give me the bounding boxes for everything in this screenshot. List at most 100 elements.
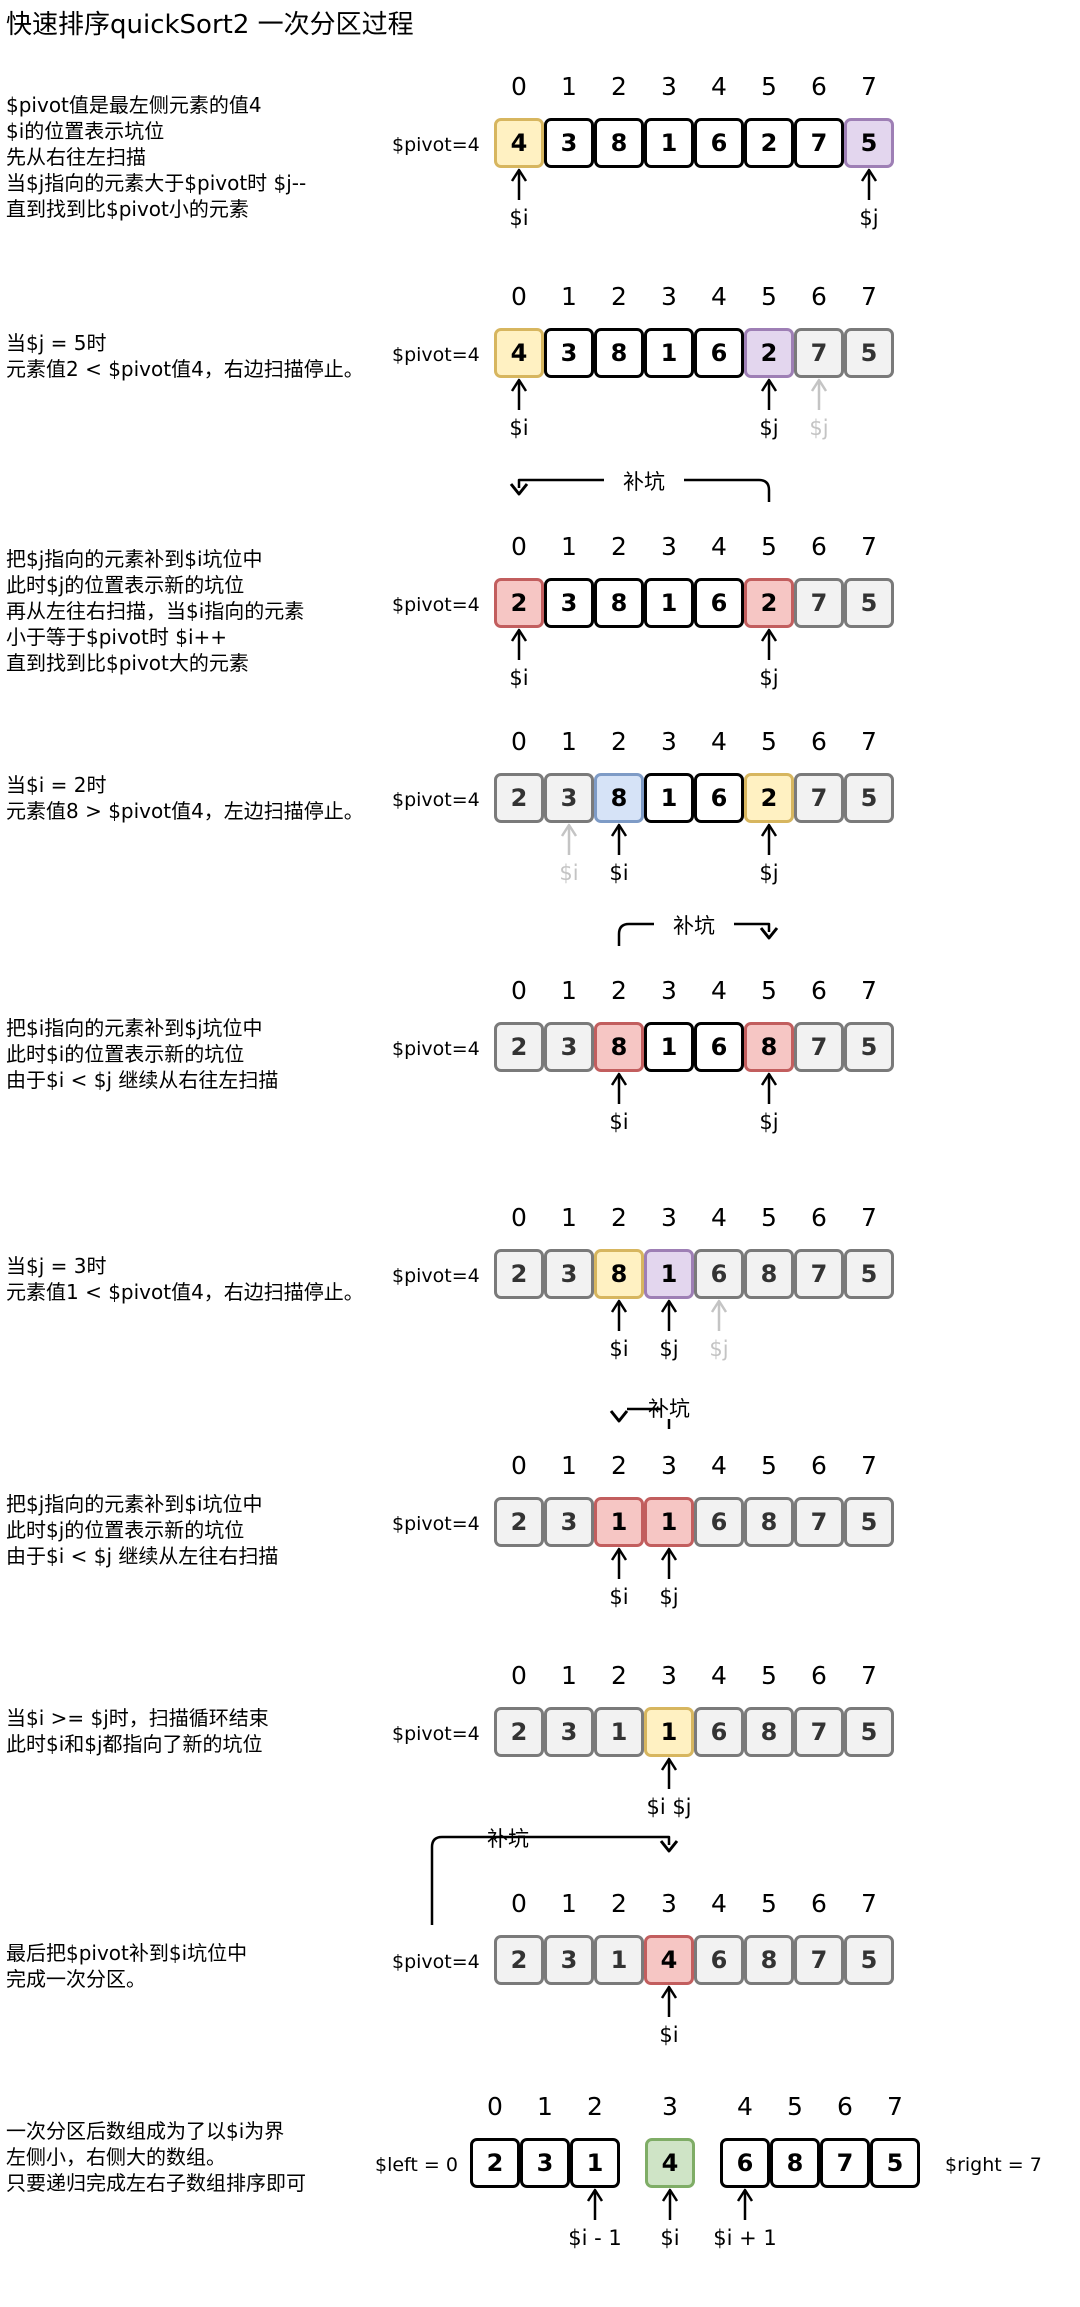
- index-label: 5: [761, 727, 777, 756]
- fill-hole-bracket: [430, 1835, 671, 1925]
- index-label: 2: [611, 976, 627, 1005]
- pointer-label: $j: [759, 1110, 779, 1134]
- array-cell: 8: [594, 1022, 644, 1072]
- fill-hole-arrowhead: [659, 1840, 679, 1853]
- fill-hole-arrowhead: [759, 927, 779, 940]
- index-label: 5: [761, 1661, 777, 1690]
- index-label: 1: [561, 1451, 577, 1480]
- ghost-pointer-label: $j: [809, 416, 829, 440]
- pointer-label: $i: [609, 861, 629, 885]
- index-label: 6: [811, 282, 827, 311]
- array-cell: 1: [644, 773, 694, 823]
- array-cell: 4: [494, 328, 544, 378]
- array-cell: 3: [544, 1249, 594, 1299]
- final-array-cell: 2: [470, 2138, 520, 2188]
- ghost-pointer-arrow-head: [710, 1299, 728, 1313]
- array-cell: 7: [794, 578, 844, 628]
- array-cell: 8: [594, 773, 644, 823]
- array-cell: 3: [544, 118, 594, 168]
- index-label: 0: [511, 532, 527, 561]
- pointer-arrow-head: [660, 1757, 678, 1771]
- array-cell: 6: [694, 118, 744, 168]
- right-label: $right = 7: [945, 2154, 1042, 2176]
- array-cell: 6: [694, 1249, 744, 1299]
- array-cell: 8: [744, 1022, 794, 1072]
- fill-hole-arrowhead: [609, 1410, 629, 1423]
- array-cell: 8: [744, 1707, 794, 1757]
- final-description: 一次分区后数组成为了以$i为界 左侧小，右侧大的数组。 只要递归完成左右子数组排…: [6, 2119, 306, 2195]
- index-label: 7: [861, 1661, 877, 1690]
- array-cell: 3: [544, 1707, 594, 1757]
- array-cell: 7: [794, 773, 844, 823]
- array-cell: 5: [844, 1249, 894, 1299]
- index-label: 1: [561, 727, 577, 756]
- index-label: 2: [611, 1661, 627, 1690]
- pointer-label: $j: [759, 416, 779, 440]
- array-cell: 8: [594, 1249, 644, 1299]
- index-label: 7: [861, 976, 877, 1005]
- left-label: $left = 0: [375, 2154, 458, 2176]
- array-cell: 2: [494, 1707, 544, 1757]
- array-cell: 5: [844, 118, 894, 168]
- final-pointer-arrow-head: [661, 2188, 679, 2202]
- index-label: 6: [811, 727, 827, 756]
- index-label: 3: [661, 727, 677, 756]
- diagram-title: 快速排序quickSort2 一次分区过程: [6, 10, 414, 40]
- array-cell: 1: [644, 1497, 694, 1547]
- pointer-label: $i: [509, 666, 529, 690]
- array-cell: 1: [644, 118, 694, 168]
- pointer-label: $j: [759, 861, 779, 885]
- array-cell: 1: [644, 1022, 694, 1072]
- pointer-arrow-head: [610, 1072, 628, 1086]
- final-index-label: 0: [487, 2092, 503, 2121]
- array-cell: 6: [694, 328, 744, 378]
- array-cell: 3: [544, 328, 594, 378]
- index-label: 3: [661, 1203, 677, 1232]
- index-label: 2: [611, 1451, 627, 1480]
- array-cell: 1: [644, 1249, 694, 1299]
- index-label: 2: [611, 532, 627, 561]
- pointer-label: $i: [609, 1585, 629, 1609]
- array-cell: 2: [494, 1249, 544, 1299]
- array-cell: 7: [794, 118, 844, 168]
- array-cell: 3: [544, 1022, 594, 1072]
- index-label: 6: [811, 1451, 827, 1480]
- final-pointer-label: $i - 1: [568, 2226, 622, 2250]
- array-cell: 1: [594, 1707, 644, 1757]
- index-label: 4: [711, 727, 727, 756]
- array-cell: 5: [844, 1707, 894, 1757]
- index-label: 0: [511, 72, 527, 101]
- final-index-label: 1: [537, 2092, 553, 2121]
- array-cell: 3: [544, 1497, 594, 1547]
- index-label: 5: [761, 1889, 777, 1918]
- pivot-label: $pivot=4: [392, 1038, 480, 1060]
- index-label: 0: [511, 727, 527, 756]
- index-label: 0: [511, 1451, 527, 1480]
- array-cell: 2: [494, 1935, 544, 1985]
- final-array-cell: 1: [570, 2138, 620, 2188]
- array-cell: 8: [594, 328, 644, 378]
- array-cell: 7: [794, 1935, 844, 1985]
- array-cell: 8: [594, 578, 644, 628]
- array-cell: 3: [544, 578, 594, 628]
- index-label: 3: [661, 72, 677, 101]
- array-cell: 6: [694, 1935, 744, 1985]
- array-cell: 3: [544, 773, 594, 823]
- index-label: 3: [661, 1889, 677, 1918]
- pointer-label: $i $j: [646, 1795, 692, 1819]
- array-cell: 3: [544, 1935, 594, 1985]
- array-cell: 8: [744, 1497, 794, 1547]
- pointer-label: $j: [659, 1585, 679, 1609]
- index-label: 7: [861, 1889, 877, 1918]
- array-cell: 2: [494, 1497, 544, 1547]
- array-cell: 5: [844, 1497, 894, 1547]
- pointer-label: $j: [659, 1337, 679, 1361]
- pointer-arrow-head: [610, 1299, 628, 1313]
- pointer-arrow-head: [660, 1299, 678, 1313]
- step-description: 把$j指向的元素补到$i坑位中 此时$j的位置表示新的坑位 由于$i < $j …: [6, 1492, 279, 1568]
- final-index-label: 4: [737, 2092, 753, 2121]
- pointer-label: $i: [659, 2023, 679, 2047]
- index-label: 6: [811, 532, 827, 561]
- pivot-label: $pivot=4: [392, 1723, 480, 1745]
